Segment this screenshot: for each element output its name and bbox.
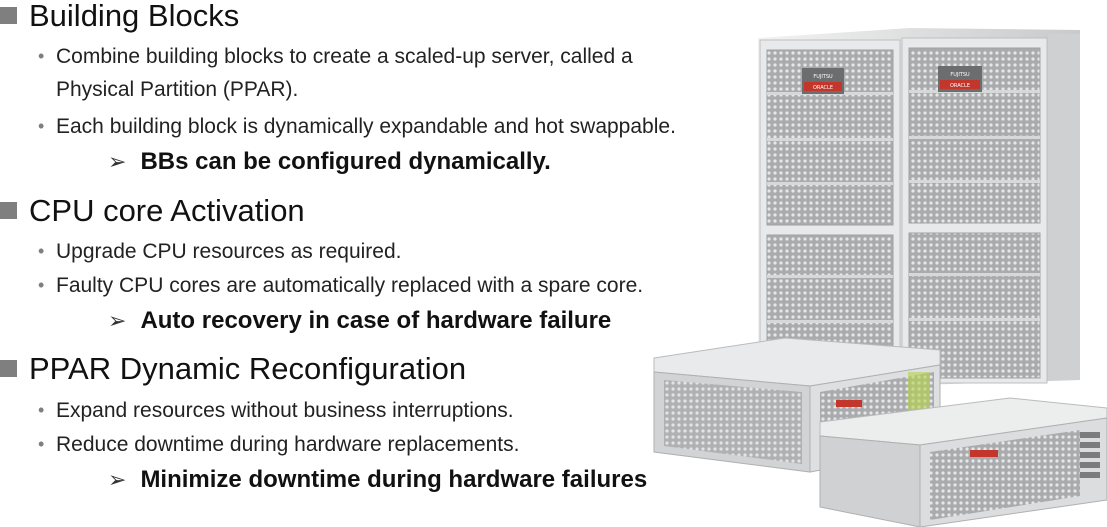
svg-text:ORACLE: ORACLE: [813, 85, 833, 91]
list-item: • Each building block is dynamically exp…: [38, 110, 676, 143]
server-hardware-illustration: FUJITSU ORACLE FUJITSU ORACLE: [653, 28, 1107, 527]
section-title: Building Blocks: [29, 0, 240, 33]
bullet-square-icon: [0, 202, 17, 219]
rack-cabinet: FUJITSU ORACLE FUJITSU ORACLE: [758, 28, 1080, 390]
list-item: • Combine building blocks to create a sc…: [38, 40, 706, 106]
bullet-dot-icon: •: [38, 434, 45, 454]
fujitsu-oracle-badge-left: FUJITSU ORACLE: [802, 68, 844, 94]
bullet-square-icon: [0, 360, 17, 377]
bullet-dot-icon: •: [38, 241, 45, 261]
section-title: CPU core Activation: [29, 193, 305, 228]
callout: ➢ BBs can be configured dynamically.: [108, 148, 551, 176]
callout-text: BBs can be configured dynamically.: [140, 148, 551, 175]
list-item: • Expand resources without business inte…: [38, 394, 514, 427]
arrow-right-icon: ➢: [108, 308, 127, 333]
bullet-text: Faulty CPU cores are automatically repla…: [56, 274, 644, 297]
bullet-text: Combine building blocks to create a scal…: [56, 45, 633, 101]
callout: ➢ Auto recovery in case of hardware fail…: [108, 307, 611, 335]
section-heading-ppar-dynamic-reconfiguration: PPAR Dynamic Reconfiguration: [0, 353, 466, 384]
bullet-dot-icon: •: [38, 46, 45, 66]
fujitsu-oracle-badge-right: FUJITSU ORACLE: [938, 66, 982, 92]
bullet-text: Reduce downtime during hardware replacem…: [56, 433, 520, 456]
section-title: PPAR Dynamic Reconfiguration: [29, 351, 467, 386]
bullet-dot-icon: •: [38, 275, 45, 295]
section-heading-building-blocks: Building Blocks: [0, 0, 239, 31]
bullet-text: Expand resources without business interr…: [56, 399, 514, 422]
callout: ➢ Minimize downtime during hardware fail…: [108, 466, 647, 494]
bullet-text: Upgrade CPU resources as required.: [56, 240, 402, 263]
bullet-square-icon: [0, 7, 17, 24]
bullet-dot-icon: •: [38, 116, 45, 136]
svg-text:ORACLE: ORACLE: [950, 83, 970, 89]
list-item: • Upgrade CPU resources as required.: [38, 235, 402, 268]
svg-text:FUJITSU: FUJITSU: [950, 72, 970, 78]
section-heading-cpu-core-activation: CPU core Activation: [0, 195, 305, 226]
arrow-right-icon: ➢: [108, 149, 127, 174]
svg-text:FUJITSU: FUJITSU: [813, 74, 833, 80]
arrow-right-icon: ➢: [108, 467, 127, 492]
bullet-dot-icon: •: [38, 400, 45, 420]
bullet-text: Each building block is dynamically expan…: [56, 115, 676, 138]
list-item: • Faulty CPU cores are automatically rep…: [38, 269, 643, 302]
callout-text: Auto recovery in case of hardware failur…: [140, 307, 612, 334]
chassis-server-right: [819, 397, 1107, 527]
callout-text: Minimize downtime during hardware failur…: [140, 466, 648, 493]
list-item: • Reduce downtime during hardware replac…: [38, 428, 519, 461]
